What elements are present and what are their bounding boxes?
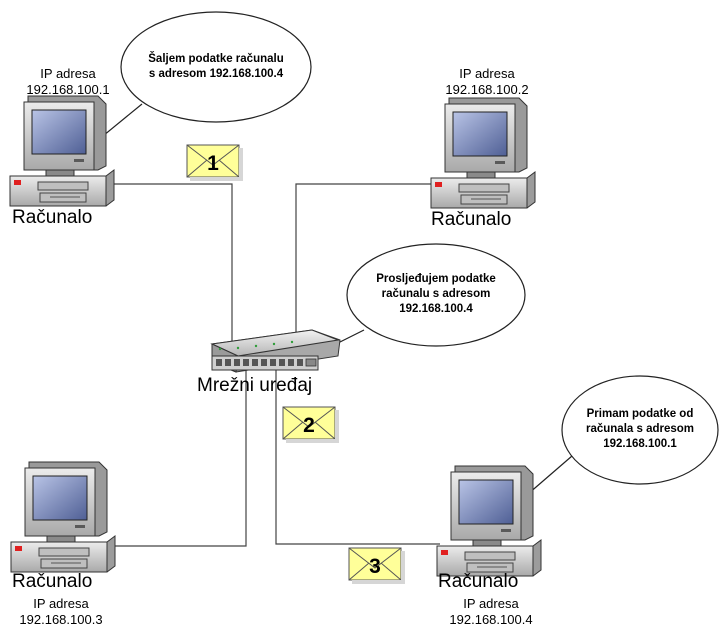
bubble-pc4-line3: 192.168.100.1 xyxy=(603,438,677,450)
cable-pc1 xyxy=(112,183,233,346)
envelope-3-number: 3 xyxy=(369,555,381,578)
computer-1 xyxy=(9,95,115,207)
computer-4 xyxy=(436,465,542,577)
cable-pc4 xyxy=(275,370,440,545)
bubble-pc1-line2: s adresom 192.168.100.4 xyxy=(148,68,284,80)
pc4-ip-caption: IP adresa xyxy=(463,596,519,611)
envelope-1-number: 1 xyxy=(207,152,219,175)
bubble-device-line1: Prosljeđujem podatke xyxy=(376,273,496,285)
cable-pc3 xyxy=(112,370,247,547)
pc2-ip-address: 192.168.100.2 xyxy=(445,82,529,97)
pc2-ip-label: IP adresa 192.168.100.2 xyxy=(432,66,542,98)
pc4-label: Računalo xyxy=(438,571,519,592)
bubble-pc1-line1: Šaljem podatke računalu xyxy=(148,53,284,65)
cable-pc2 xyxy=(295,183,432,346)
pc3-ip-caption: IP adresa xyxy=(33,596,89,611)
bubble-pc4-line2: računala s adresom xyxy=(585,423,695,435)
bubble-device-line3: 192.168.100.4 xyxy=(399,303,473,315)
pc3-ip-address: 192.168.100.3 xyxy=(19,612,103,627)
bubble-pc4-line1: Primam podatke od xyxy=(586,408,694,420)
pc1-label: Računalo xyxy=(12,207,93,228)
pc1-ip-address: 192.168.100.1 xyxy=(26,82,110,97)
bubble-pc4 xyxy=(561,375,719,485)
network-cables xyxy=(112,183,440,547)
bubble-pc1 xyxy=(120,11,312,123)
computer-2 xyxy=(430,97,536,209)
network-switch xyxy=(210,329,341,373)
pc1-ip-caption: IP adresa xyxy=(40,66,96,81)
pc3-label: Računalo xyxy=(12,571,93,592)
bubble-pc1-text: Šaljem podatke računalu s adresom 192.16… xyxy=(126,52,306,82)
bubble-device xyxy=(346,243,526,347)
bubble-pc4-text: Primam podatke od računala s adresom 192… xyxy=(566,407,714,452)
pc2-label: Računalo xyxy=(431,209,512,230)
pc1-ip-label: IP adresa 192.168.100.1 xyxy=(18,66,118,98)
pc3-ip-label: IP adresa 192.168.100.3 xyxy=(6,596,116,628)
envelope-2-number: 2 xyxy=(303,414,315,437)
computer-3 xyxy=(10,461,116,573)
speech-bubbles xyxy=(97,11,719,495)
bubble-device-text: Prosljeđujem podatke računalu s adresom … xyxy=(352,272,520,317)
pc4-ip-label: IP adresa 192.168.100.4 xyxy=(436,596,546,628)
bubble-device-line2: računalu s adresom xyxy=(381,288,491,300)
pc4-ip-address: 192.168.100.4 xyxy=(449,612,533,627)
pc2-ip-caption: IP adresa xyxy=(459,66,515,81)
device-label: Mrežni uređaj xyxy=(197,375,313,396)
